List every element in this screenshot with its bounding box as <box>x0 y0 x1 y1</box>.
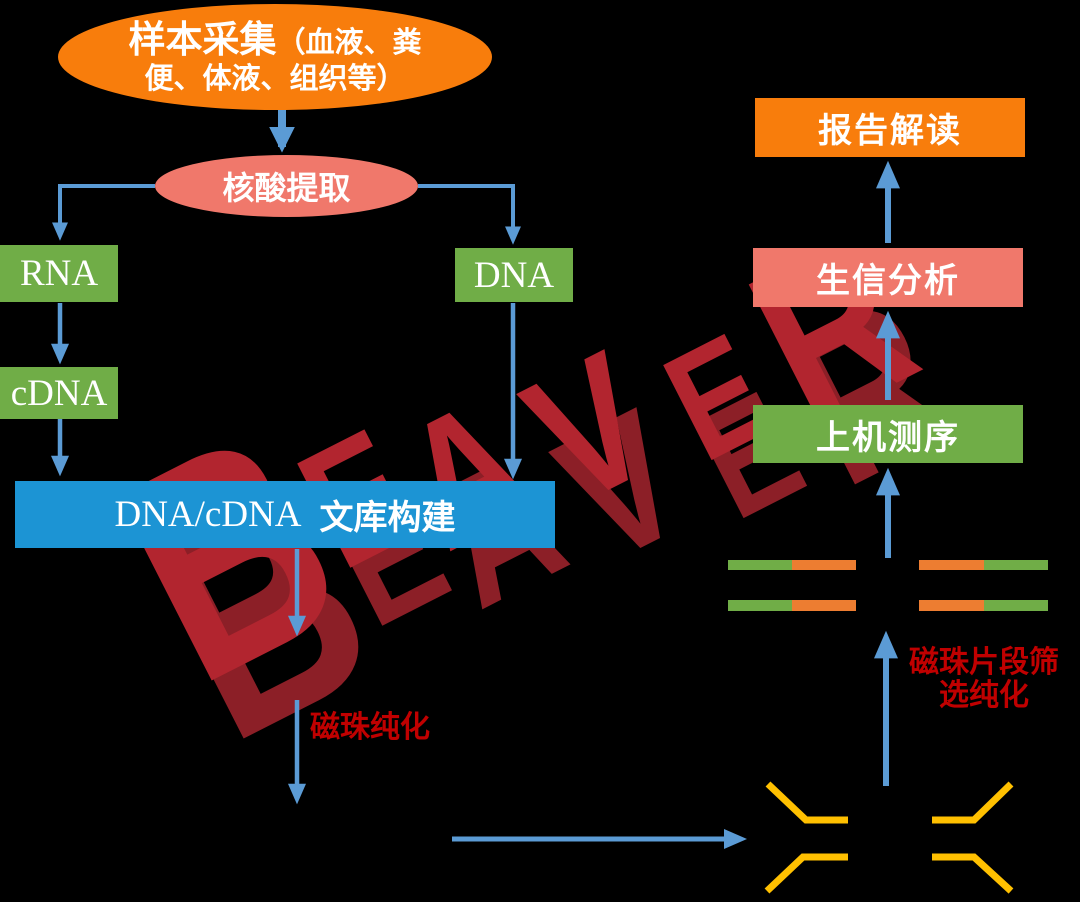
sequencing-label: 上机测序 <box>816 418 960 457</box>
node-bioinformatics: 生信分析 <box>753 248 1023 307</box>
node-extraction: 核酸提取 <box>155 155 418 217</box>
connectors <box>51 108 900 849</box>
fragment-bars-icon <box>728 560 1048 611</box>
node-dna: DNA <box>455 248 573 302</box>
bead-selection-line1: 磁珠片段筛 <box>909 646 1059 679</box>
cdna-label: cDNA <box>10 372 108 414</box>
node-cdna: cDNA <box>0 367 118 419</box>
dna-label: DNA <box>473 254 555 296</box>
node-rna: RNA <box>0 245 118 302</box>
sample-collection-label: 样本采集 <box>128 19 277 61</box>
node-sample-collection: 样本采集（血液、粪便、体液、组织等） <box>58 4 492 110</box>
node-sequencing: 上机测序 <box>753 405 1023 463</box>
report-label: 报告解读 <box>818 112 962 150</box>
bioinformatics-label: 生信分析 <box>816 262 960 300</box>
arrow-extraction-to-rna <box>52 184 155 241</box>
library-label-en: DNA/cDNA <box>114 494 302 535</box>
node-report: 报告解读 <box>755 98 1025 157</box>
node-library-construction: DNA/cDNA 文库构建 <box>15 481 555 548</box>
rna-label: RNA <box>19 253 99 294</box>
sample-collection-detail: （血液、粪便、体液、组织等） <box>144 27 422 95</box>
bead-selection-line2: 选纯化 <box>939 679 1029 712</box>
library-label-cn: 文库构建 <box>319 499 456 537</box>
bead-selection-label: 磁珠片段筛 选纯化 <box>886 646 1080 712</box>
extraction-label: 核酸提取 <box>222 170 351 206</box>
bead-purification-label: 磁珠纯化 <box>310 711 430 744</box>
adapter-icon <box>764 781 1014 894</box>
arrow-extraction-to-dna <box>418 184 521 245</box>
